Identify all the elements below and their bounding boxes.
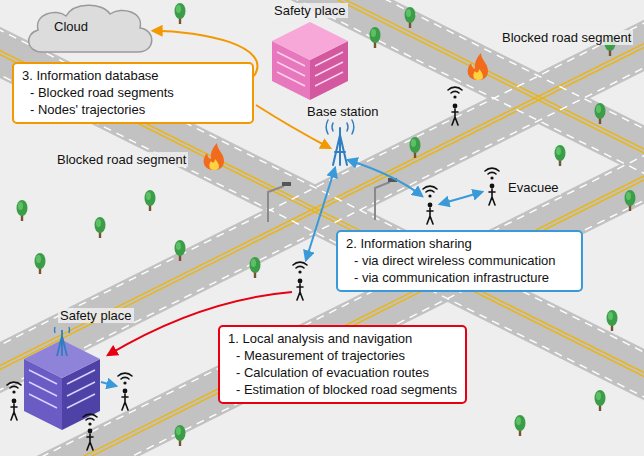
cloud-outline — [29, 5, 152, 52]
database-box: 3. Information database- Blocked road se… — [12, 62, 254, 124]
base-station-icon — [326, 120, 353, 165]
map-label: Evacuee — [506, 180, 561, 195]
box-item: - Blocked road segments — [22, 84, 244, 101]
box-item: - Estimation of blocked road segments — [228, 381, 457, 398]
map-label: Blocked road segment — [500, 30, 633, 45]
box-item: - via direct wireless communication — [346, 252, 573, 269]
safety-building — [272, 22, 348, 100]
analysis-box: 1. Local analysis and navigation- Measur… — [218, 325, 467, 404]
cloud-node: Cloud — [22, 0, 157, 56]
box-heading: 3. Information database — [22, 67, 244, 84]
traffic-lights — [268, 178, 397, 222]
box-item: - Calculation of evacuation routes — [228, 364, 457, 381]
shelter-building — [24, 327, 100, 430]
cloud-shape — [22, 0, 157, 56]
box-heading: 1. Local analysis and navigation — [228, 330, 457, 347]
map-label: Safety place — [58, 308, 134, 323]
box-item: - Nodes' trajectories — [22, 101, 244, 118]
box-heading: Cloud — [54, 18, 157, 35]
box-item: - via communication infrastructure — [346, 269, 573, 286]
map-label: Safety place — [272, 3, 348, 18]
trees — [17, 3, 636, 446]
box-heading: 2. Information sharing — [346, 235, 573, 252]
map-label: Base station — [305, 104, 381, 119]
map-label: Blocked road segment — [55, 152, 188, 167]
box-item: - Measurement of trajectories — [228, 347, 457, 364]
sharing-box: 2. Information sharing- via direct wirel… — [336, 230, 583, 292]
